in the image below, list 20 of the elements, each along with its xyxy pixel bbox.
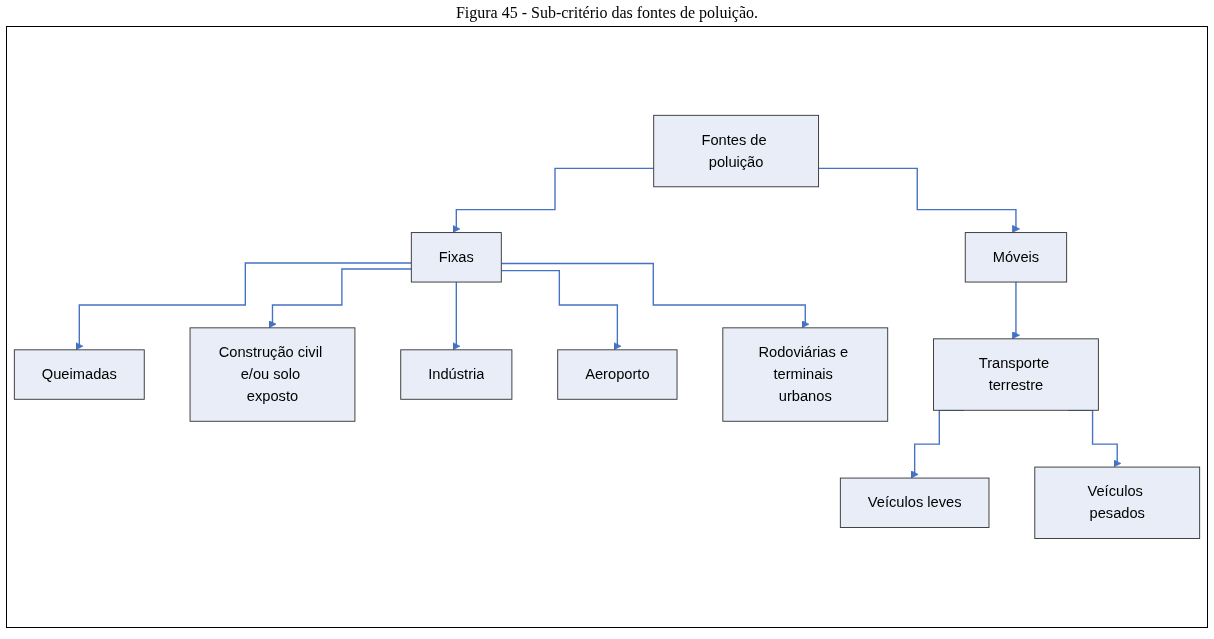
node-box: Transporte terrestre — [933, 338, 1099, 411]
node-box: Móveis — [964, 232, 1068, 283]
arrow — [268, 268, 412, 329]
node-box: Veículos pesados — [1034, 466, 1201, 540]
node-box: Aeroporto — [557, 349, 678, 400]
node-box: Indústria — [400, 349, 513, 400]
node-box: Queimadas — [13, 349, 145, 400]
figure-caption: Figura 45 - Sub-critério das fontes de poluição. — [454, 4, 760, 22]
arrow — [1011, 281, 1020, 340]
arrow — [75, 262, 412, 351]
arrow — [500, 262, 810, 329]
arrow — [817, 167, 1020, 233]
arrow — [500, 270, 622, 351]
node-box: Rodoviárias e terminais urbanos — [722, 327, 889, 422]
arrow — [452, 281, 461, 351]
node-box: Construção civil e/ou solo exposto — [189, 327, 356, 422]
node-box: Veículos leves — [839, 477, 990, 529]
node-box: Fixas — [410, 232, 502, 283]
node-box: Fontes de poluição — [653, 114, 820, 188]
arrow — [452, 167, 655, 233]
